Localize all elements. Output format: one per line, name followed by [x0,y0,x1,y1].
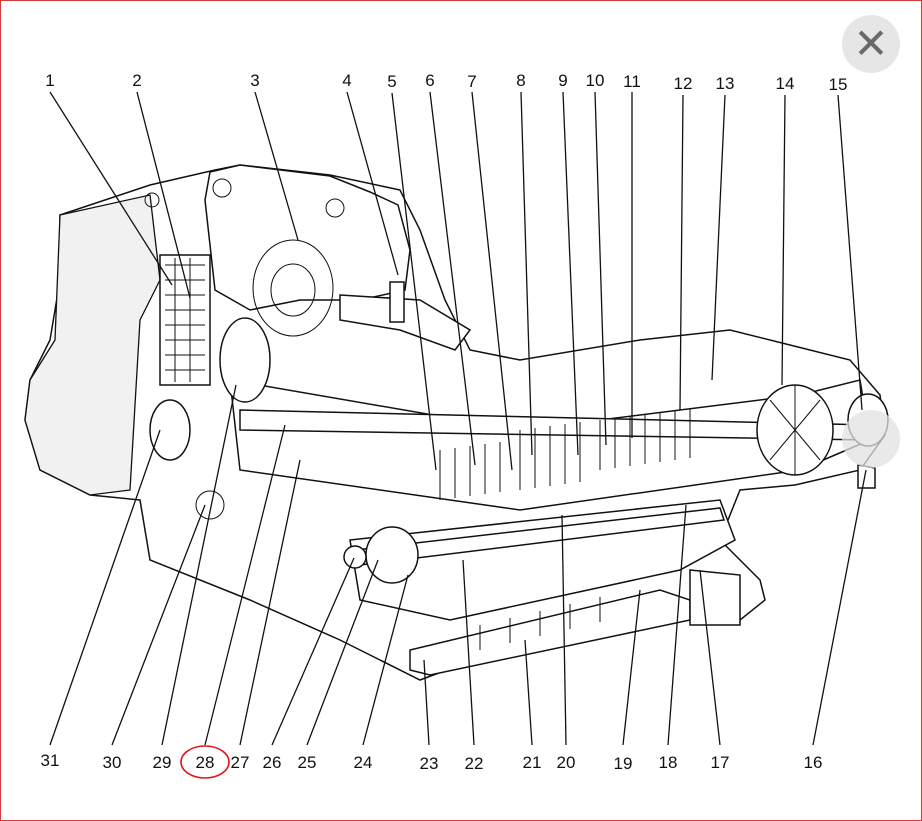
callout-label: 22 [465,754,484,773]
leader-17 [699,569,721,746]
leader-12 [679,94,684,411]
callout-label: 29 [153,753,172,772]
leader-30 [111,504,206,746]
callout-label: 28 [196,753,215,772]
sensor-post [389,281,405,323]
callout-label: 17 [711,753,730,772]
close-button[interactable]: ✕ [842,15,900,73]
torque-converter-opening [252,239,334,337]
callout-label: 9 [558,71,567,90]
mount-ear [689,569,741,626]
callout-label: 12 [674,74,693,93]
callout-label: 1 [45,71,54,90]
leader-24 [362,574,409,746]
leader-19 [622,589,641,746]
highlight-circle [180,745,230,779]
clutch-packs [439,408,691,500]
callout-label: 7 [467,72,476,91]
leader-1 [49,91,173,286]
callout-label: 31 [41,751,60,770]
leader-9 [562,91,579,456]
leader-13 [711,94,726,381]
transmission-drawing [24,164,889,681]
leader-8 [520,91,533,456]
pump-boss [195,490,225,520]
callout-labels: 1 2 3 4 5 6 7 8 9 10 11 12 13 14 15 16 1… [41,71,848,773]
leader-7 [471,91,513,471]
leader-15 [837,94,863,411]
leader-16 [812,469,867,746]
callout-label: 16 [804,753,823,772]
callout-label: 14 [776,74,795,93]
bolt-boss [212,178,232,198]
callout-label: 23 [420,754,439,773]
leader-28 [204,424,286,746]
close-icon: ✕ [853,19,889,68]
callout-label: 11 [623,72,641,91]
callout-label: 2 [132,71,141,90]
callout-label: 3 [250,71,259,90]
vent-pin [857,464,876,489]
valve-body [159,254,211,386]
leader-31 [49,429,161,746]
converter-hub [270,263,316,317]
leader-2 [136,91,191,299]
leader-22 [462,559,475,746]
diff-teeth [769,385,821,475]
callout-label: 5 [387,72,396,91]
leader-20 [561,514,567,746]
callout-label: 27 [231,753,250,772]
leader-21 [524,639,533,746]
callout-label: 18 [659,753,678,772]
leader-14 [781,94,786,386]
callout-label: 6 [425,71,434,90]
callout-label: 15 [829,75,848,94]
callout-label: 13 [716,74,735,93]
callout-label: 25 [298,753,317,772]
callout-label: 24 [354,753,373,772]
pump-body [24,194,161,496]
input-gear [365,526,419,584]
callout-label: 30 [103,753,122,772]
leader-lines [49,91,867,746]
callout-label: 10 [586,71,605,90]
leader-5 [391,92,437,471]
drive-gear [219,317,271,403]
pan-ribs [479,597,601,650]
overlay-circle-button[interactable] [842,410,900,468]
bolt-boss-3 [144,192,160,208]
leader-6 [429,91,476,466]
leader-27 [239,459,301,746]
callout-label: 19 [614,754,633,773]
leader-3 [254,91,299,241]
callout-label: 26 [263,753,282,772]
bolt-boss-2 [325,198,345,218]
leader-18 [667,504,687,746]
leader-26 [271,557,355,746]
callout-label: 21 [523,753,542,772]
leader-23 [423,659,430,746]
leader-25 [306,559,379,746]
callout-label: 20 [557,753,576,772]
leader-4 [346,91,399,276]
leader-29 [161,384,237,746]
callout-label: 8 [516,71,525,90]
callout-label: 4 [342,71,351,90]
manual-shaft [339,294,472,351]
input-hub [343,545,367,569]
leader-10 [594,91,607,446]
pump-gear [149,399,191,461]
